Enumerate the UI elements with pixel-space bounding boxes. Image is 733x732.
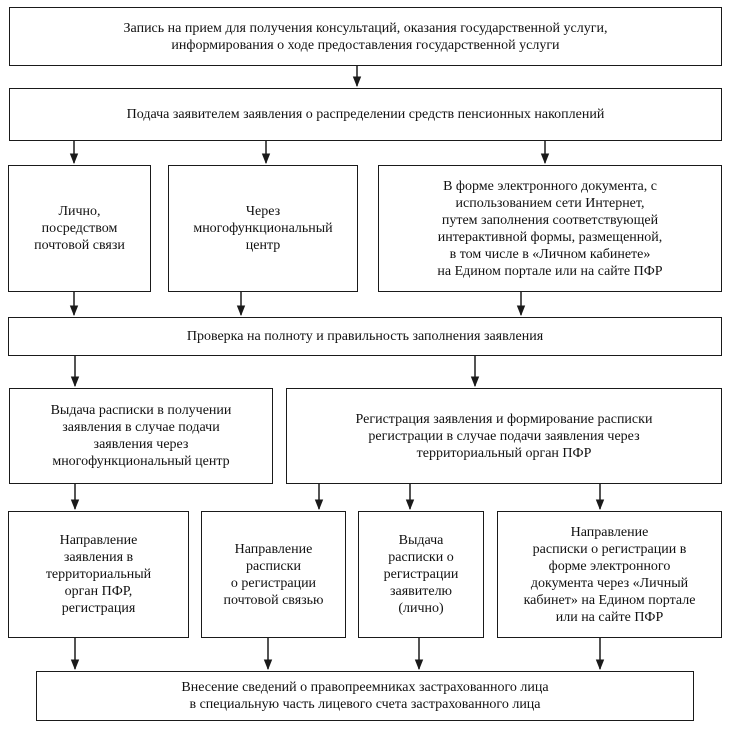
node-mfc-text: Через многофункциональный центр (193, 204, 333, 253)
node-receipt-mfc: Выдача расписки в получении заявления в … (9, 388, 273, 484)
node-appointment-text: Запись на прием для получения консультац… (123, 20, 608, 53)
node-receipt-cabinet: Направление расписки о регистрации в фор… (497, 511, 722, 638)
node-receipt-post: Направление расписки о регистрации почто… (201, 511, 346, 638)
node-forward-pfr-text: Направление заявления в территориальный … (45, 533, 152, 616)
node-mfc: Через многофункциональный центр (168, 165, 358, 292)
node-registration-text: Регистрация заявления и формирование рас… (355, 411, 653, 461)
node-electronic: В форме электронного документа, с исполь… (378, 165, 722, 292)
node-entry: Внесение сведений о правопреемниках заст… (36, 671, 694, 721)
node-receipt-post-text: Направление расписки о регистрации почто… (223, 541, 324, 608)
node-receipt-mfc-text: Выдача расписки в получении заявления в … (50, 403, 232, 469)
node-in-person-text: Лично, посредством почтовой связи (34, 204, 125, 253)
node-in-person: Лично, посредством почтовой связи (8, 165, 151, 292)
node-receipt-person: Выдача расписки о регистрации заявителю … (358, 511, 484, 638)
node-receipt-person-text: Выдача расписки о регистрации заявителю … (383, 533, 459, 616)
node-entry-text: Внесение сведений о правопреемниках заст… (181, 680, 549, 712)
node-submission-text: Подача заявителем заявления о распределе… (126, 107, 605, 122)
node-electronic-text: В форме электронного документа, с исполь… (437, 178, 663, 279)
node-receipt-cabinet-text: Направление расписки о регистрации в фор… (523, 524, 696, 625)
node-appointment: Запись на прием для получения консультац… (9, 7, 722, 66)
node-verification-text: Проверка на полноту и правильность запол… (186, 329, 544, 344)
node-verification: Проверка на полноту и правильность запол… (8, 317, 722, 356)
node-registration: Регистрация заявления и формирование рас… (286, 388, 722, 484)
node-forward-pfr: Направление заявления в территориальный … (8, 511, 189, 638)
node-submission: Подача заявителем заявления о распределе… (9, 88, 722, 141)
